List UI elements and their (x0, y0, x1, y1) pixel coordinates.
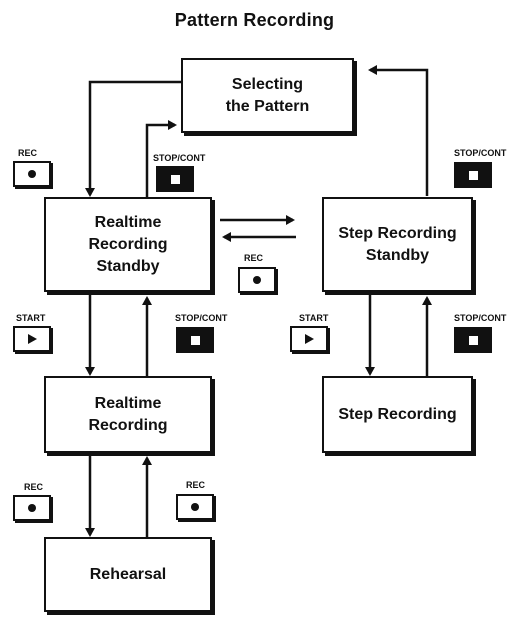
stop-cont-button-label: STOP/CONT (175, 313, 228, 323)
stop-cont-button-label: STOP/CONT (153, 153, 206, 163)
stop-cont-button-label: STOP/CONT (454, 148, 507, 158)
play-triangle-icon (304, 334, 314, 344)
stop-cont-button (156, 166, 194, 192)
rec-button-label: REC (186, 480, 206, 490)
play-triangle-icon (27, 334, 37, 344)
arrow-select-to-realtime-standby (85, 80, 182, 197)
stop-square-icon (170, 174, 180, 184)
rec-button-label: REC (244, 253, 264, 263)
state-realtime-recording-standby: Realtime Recording Standby (44, 197, 212, 292)
state-selecting-pattern: Selecting the Pattern (181, 58, 354, 133)
start-button (13, 326, 51, 352)
rec-button (238, 267, 276, 293)
rec-button-label: REC (24, 482, 44, 492)
stop-cont-button (454, 162, 492, 188)
start-button (290, 326, 328, 352)
arrow-realtime-standby-to-select (145, 120, 177, 197)
stop-cont-button (454, 327, 492, 353)
state-step-recording-standby: Step Recording Standby (322, 197, 473, 292)
state-realtime-recording: Realtime Recording (44, 376, 212, 453)
state-rehearsal: Rehearsal (44, 537, 212, 612)
rec-button (176, 494, 214, 520)
diagram-title: Pattern Recording (174, 10, 335, 30)
stop-cont-button-label: STOP/CONT (454, 313, 507, 323)
stop-square-icon (468, 170, 478, 180)
stop-square-icon (468, 335, 478, 345)
rec-button-label: REC (18, 148, 38, 158)
rec-button (13, 495, 51, 521)
start-button-label: START (299, 313, 329, 323)
record-dot-icon (253, 276, 261, 284)
record-dot-icon (28, 504, 36, 512)
state-step-recording: Step Recording (322, 376, 473, 453)
stop-square-icon (190, 335, 200, 345)
record-dot-icon (191, 503, 199, 511)
arrow-step-standby-to-select (368, 65, 429, 196)
record-dot-icon (28, 170, 36, 178)
rec-button (13, 161, 51, 187)
stop-cont-button (176, 327, 214, 353)
start-button-label: START (16, 313, 46, 323)
